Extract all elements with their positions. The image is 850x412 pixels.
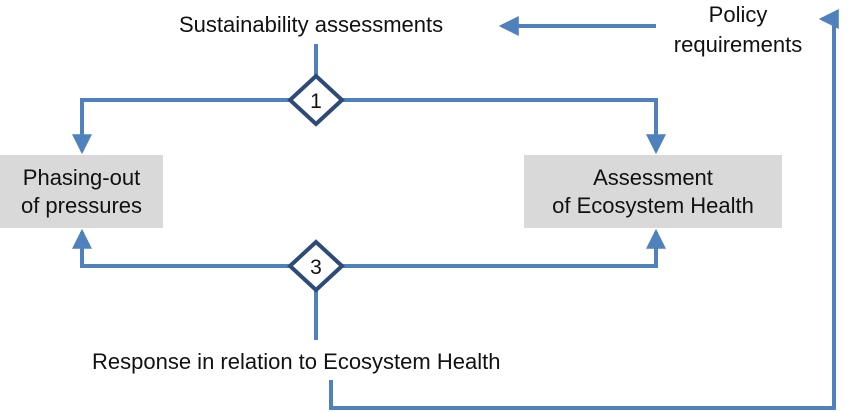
decision1-to-assessment-arrow	[342, 98, 666, 155]
decision1-to-phasing-arrow	[72, 98, 290, 155]
decision-node-1: 1	[287, 73, 345, 127]
sustainability-assessments-label: Sustainability assessments	[179, 12, 444, 37]
decision-label-1: 1	[310, 90, 322, 113]
policy-requirements-line2: requirements	[673, 32, 803, 57]
response-label: Response in relation to Ecosystem Health	[92, 349, 501, 374]
policy-requirements-label: Policy requirements	[656, 0, 820, 60]
decision3-to-assessment-arrow	[342, 228, 666, 268]
phasing-out-box: Phasing-out of pressures	[0, 155, 163, 228]
decision-diamond-3	[287, 239, 345, 293]
decision-diamond-1	[287, 73, 345, 127]
decision3-to-phasing-arrow	[72, 228, 290, 268]
decision-label-3: 3	[310, 256, 322, 279]
feedback-loop-arrow	[329, 9, 839, 410]
assessment-box: Assessment of Ecosystem Health	[524, 155, 782, 228]
phasing-out-line1: Phasing-out	[22, 165, 141, 190]
phasing-out-line2: of pressures	[20, 193, 143, 218]
decision-node-3: 3	[287, 239, 345, 293]
assessment-line2: of Ecosystem Health	[552, 193, 754, 218]
policy-requirements-line1: Policy	[708, 2, 768, 27]
assessment-line1: Assessment	[593, 165, 713, 190]
